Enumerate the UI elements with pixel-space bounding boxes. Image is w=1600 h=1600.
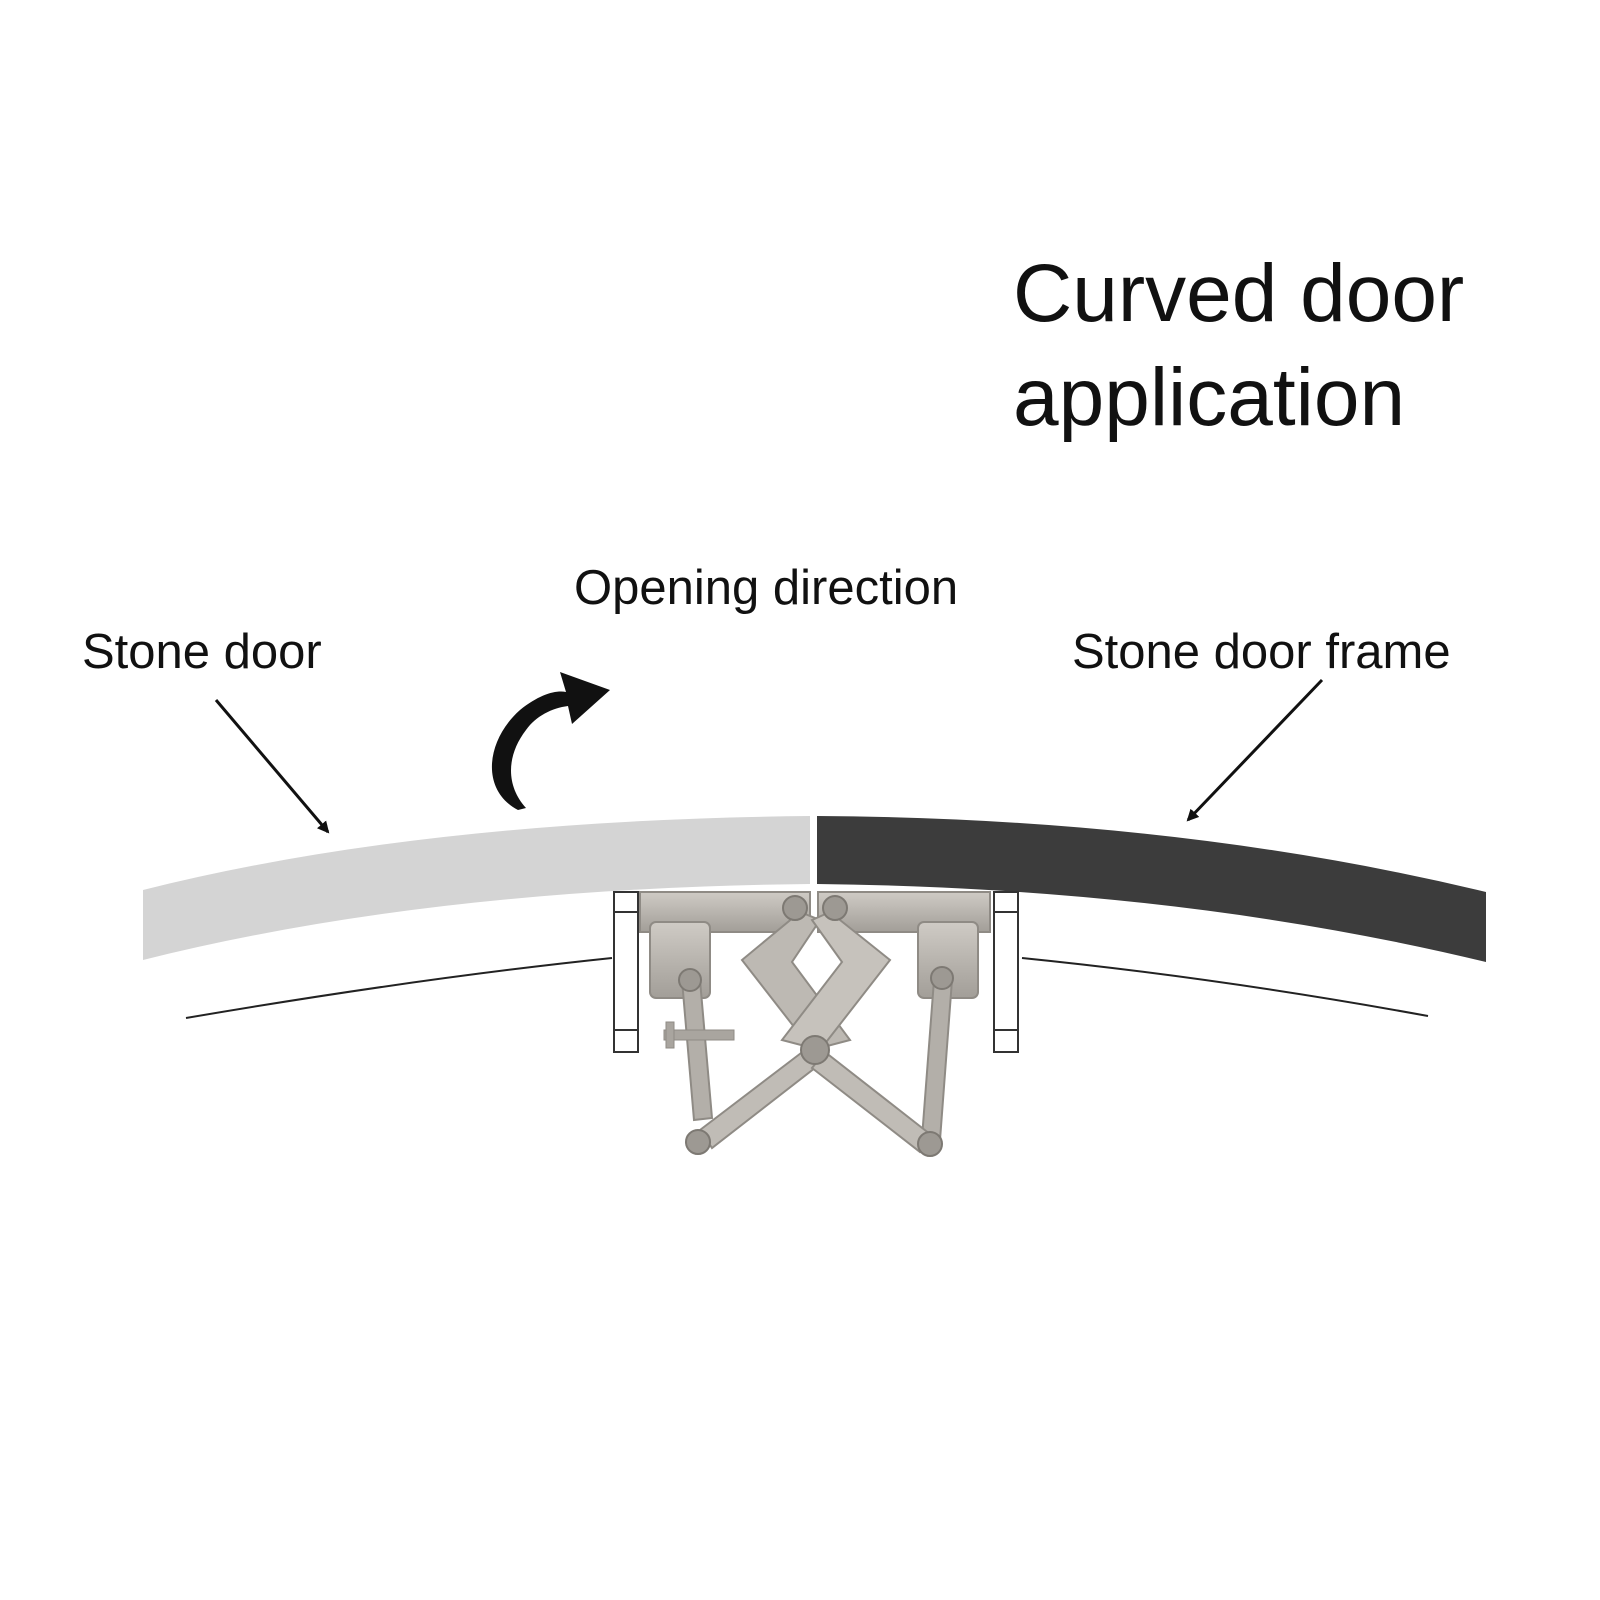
title-line-1: Curved door (1013, 248, 1465, 339)
stone-door-frame-panel (817, 816, 1486, 962)
opening-direction-label: Opening direction (574, 561, 959, 615)
title-line-2: application (1013, 352, 1406, 443)
pointer-arrow-icon (214, 699, 330, 834)
curved-arrow-icon (491, 672, 610, 810)
diagram-title: Curved door application (1013, 242, 1573, 450)
hinge-left-end-plate (613, 891, 639, 1053)
lower-arc-line-left (185, 957, 613, 1019)
hinge-right-end-plate (993, 891, 1019, 1053)
hidden-hinge-mechanism (639, 891, 991, 1157)
stone-door-frame-label: Stone door frame (1072, 625, 1451, 679)
stone-door-label: Stone door (82, 625, 322, 679)
stone-door-panel (143, 816, 810, 960)
pointer-arrow-icon (1186, 678, 1324, 822)
lower-arc-line-right (1021, 957, 1429, 1017)
